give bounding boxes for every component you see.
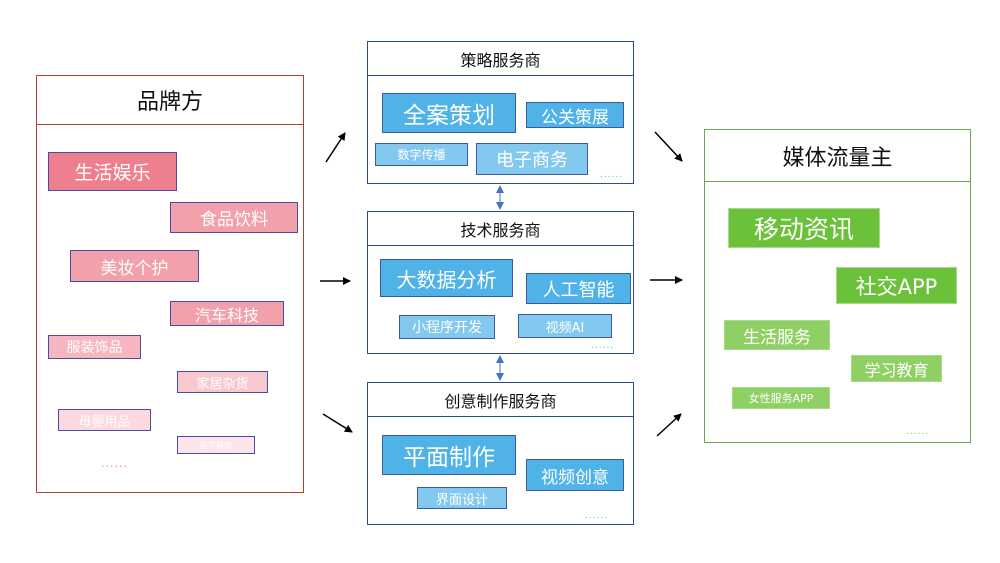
strategy-tag-digital-comms: 数字传播: [375, 143, 468, 166]
creative-tag-ui-design: 界面设计: [417, 487, 507, 509]
creative-title: 创意制作服务商: [444, 391, 557, 411]
tech-tag-video-ai: 视频AI: [518, 314, 612, 338]
creative-panel-header: 创意制作服务商: [368, 383, 633, 417]
strategy-more-indicator: ......: [600, 170, 624, 180]
media-tag-women-app: 女性服务APP: [732, 387, 830, 409]
creative-tag-video-creative: 视频创意: [526, 459, 624, 491]
media-panel-header: 媒体流量主: [705, 130, 970, 182]
strategy-panel-header: 策略服务商: [368, 42, 633, 76]
brand-tag-apparel: 服装饰品: [48, 335, 141, 359]
media-tag-education: 学习教育: [851, 355, 942, 382]
media-more-indicator: ......: [906, 427, 930, 437]
brand-tag-auto-tech: 汽车科技: [170, 301, 284, 326]
media-tag-life-service: 生活服务: [724, 320, 830, 350]
brand-tag-life-entertainment: 生活娱乐: [48, 152, 177, 191]
arrow-strategy-to-media: [654, 131, 683, 162]
media-tag-mobile-news: 移动资讯: [728, 208, 880, 248]
brand-tag-food-beverage: 食品饮料: [170, 202, 298, 233]
strategy-tag-pr-events: 公关策展: [526, 102, 624, 128]
brand-title: 品牌方: [136, 90, 203, 115]
tech-more-indicator: ......: [591, 341, 615, 351]
media-title: 媒体流量主: [782, 145, 893, 171]
brand-panel-header: 品牌方: [37, 76, 303, 125]
tech-title: 技术服务商: [460, 220, 541, 240]
strategy-title: 策略服务商: [460, 50, 541, 70]
brand-tag-home-goods: 家居杂货: [177, 371, 268, 393]
arrow-brand-to-strategy: [325, 132, 346, 163]
arrow-brand-to-creative: [322, 413, 353, 433]
creative-tag-graphic: 平面制作: [382, 435, 516, 475]
brand-tag-medical: 医学药物: [177, 436, 255, 454]
tech-panel-header: 技术服务商: [368, 212, 633, 246]
media-tag-social-app: 社交APP: [836, 267, 957, 304]
brand-tag-beauty: 美妆个护: [70, 250, 199, 282]
creative-more-indicator: ......: [585, 511, 609, 521]
strategy-tag-full-planning: 全案策划: [382, 93, 516, 133]
brand-tag-mother-baby: 母婴用品: [58, 409, 151, 431]
tech-tag-big-data: 大数据分析: [380, 259, 513, 297]
strategy-tag-ecommerce: 电子商务: [476, 143, 588, 175]
tech-tag-ai: 人工智能: [526, 273, 631, 304]
brand-more-indicator: ......: [101, 457, 128, 470]
arrow-creative-to-media: [656, 413, 682, 437]
tech-tag-mini-program: 小程序开发: [399, 315, 495, 339]
